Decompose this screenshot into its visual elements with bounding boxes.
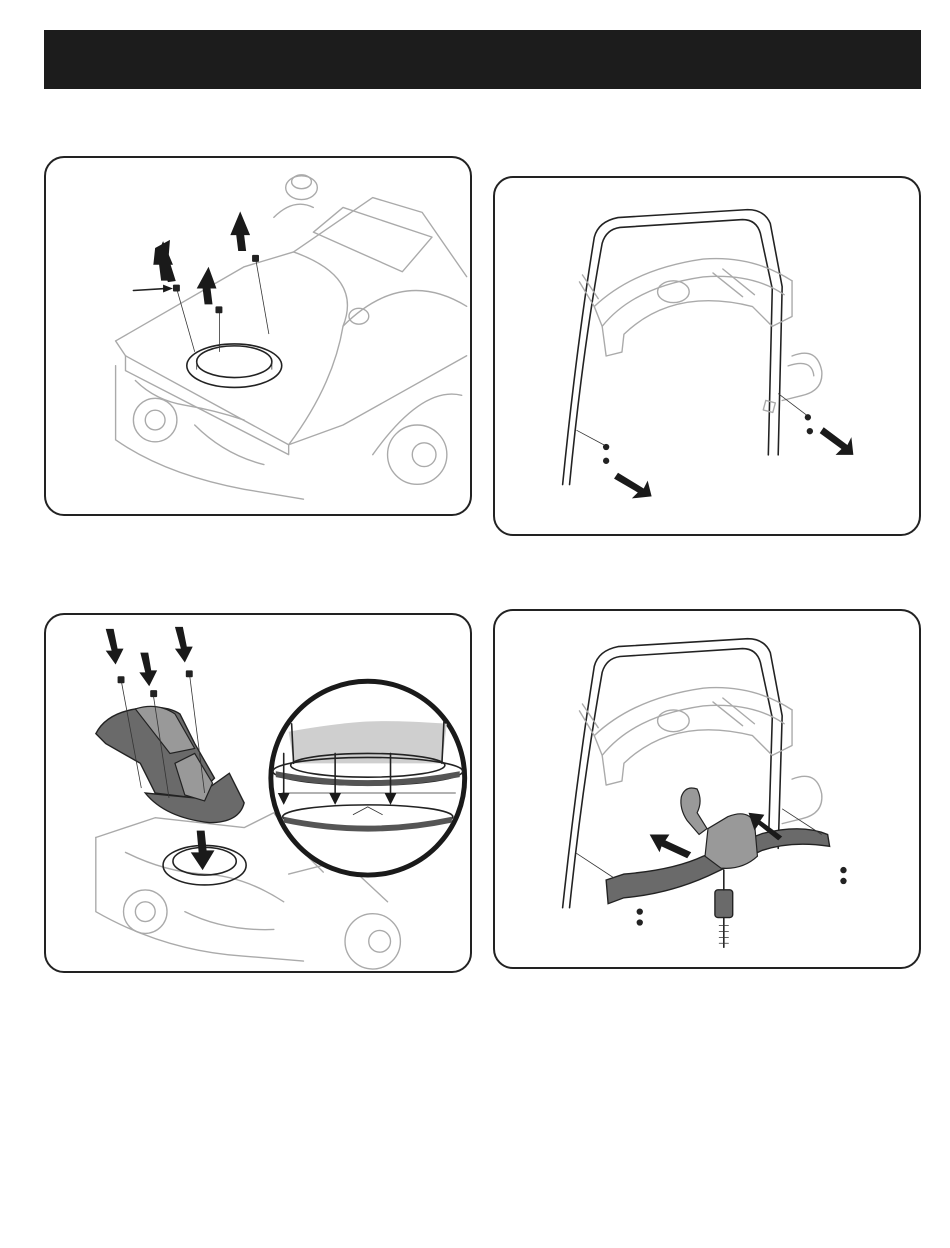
pointer-arrow-icon [133, 289, 165, 291]
down-right-arrow-icon [820, 427, 854, 455]
magnifier-detail-icon [271, 681, 465, 875]
figure-install-chute [44, 613, 472, 973]
figure-remove-ring-screws [44, 156, 472, 516]
control-bracket-illustration [495, 611, 919, 967]
chute-install-illustration [46, 615, 470, 971]
down-arrow-icon [106, 629, 124, 665]
section-header-bar [44, 30, 921, 89]
handle-frame-illustration [495, 178, 919, 534]
down-arrow-icon [191, 831, 215, 871]
down-right-arrow-icon [614, 473, 652, 499]
up-left-arrow-icon [650, 834, 692, 858]
figure-remove-handle-screws [493, 176, 921, 536]
down-arrow-icon [139, 653, 157, 687]
up-arrow-icon [197, 267, 217, 305]
up-arrow-icon [230, 211, 250, 251]
snow-thrower-top-illustration [46, 158, 470, 514]
down-arrow-icon [175, 627, 193, 663]
figure-install-control-bracket [493, 609, 921, 969]
